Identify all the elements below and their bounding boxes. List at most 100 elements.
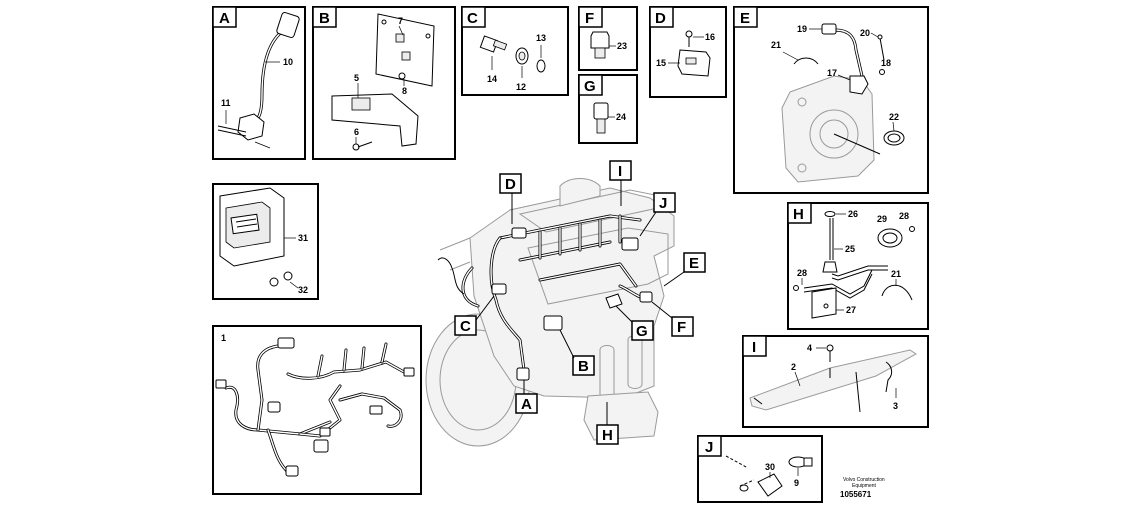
oil-pan (583, 391, 659, 441)
credit-line-1: Volvo Construction (843, 477, 885, 483)
item-27-label: 27 (846, 305, 856, 315)
panel-i-frame (742, 335, 929, 428)
callout-a (515, 393, 538, 414)
speed-sensor-cable (252, 28, 286, 127)
item-11-label: 11 (221, 98, 231, 108)
panel-i-tag (742, 335, 767, 357)
item-15-label: 15 (656, 58, 666, 68)
callout-f (671, 316, 694, 337)
wiring-harness (215, 337, 415, 477)
panel-i-label: I (752, 339, 756, 356)
panel-c-frame (461, 6, 569, 96)
timing-cover (781, 75, 875, 183)
fuel-filter-2 (627, 335, 643, 389)
svg-text:H: H (602, 427, 613, 444)
panel-b-frame (312, 6, 456, 160)
washer-32b (283, 271, 293, 281)
callout-e (683, 252, 706, 273)
item-4-label: 4 (807, 343, 812, 353)
seal-13 (536, 59, 546, 73)
item-28b-label: 28 (797, 268, 807, 278)
clip-21 (793, 57, 819, 65)
panel-a-label: A (219, 10, 230, 27)
engine-assembly (425, 178, 675, 447)
svg-text:G: G (636, 323, 648, 340)
item-7-label: 7 (398, 16, 403, 26)
panel-b-label: B (319, 10, 330, 27)
screw (217, 125, 247, 137)
panel-h-label: H (793, 206, 804, 223)
item-16-label: 16 (705, 32, 715, 42)
panel-d-label: D (655, 10, 666, 27)
panel-e-frame (733, 6, 929, 194)
panel-f: F 23 (578, 6, 638, 71)
panel-j-frame (697, 435, 823, 503)
svg-text:C: C (460, 318, 471, 335)
item-1-label: 1 (221, 333, 226, 343)
panel-harness: 1 (212, 325, 422, 495)
pressure-sensor-23 (590, 31, 610, 49)
panel-d: D 16 15 (649, 6, 727, 98)
fuel-filter-1 (599, 345, 615, 399)
loose-lead (437, 257, 465, 295)
panel-g-tag (578, 74, 603, 96)
connector-d (511, 227, 527, 239)
svg-text:B: B (578, 358, 589, 375)
credit-block: Volvo Construction Equipment 1055671 (840, 477, 885, 499)
svg-text:E: E (689, 255, 699, 272)
sensor-17 (849, 75, 869, 95)
panel-c: C 14 12 13 (461, 6, 569, 96)
screw-4 (826, 344, 834, 352)
panel-f-tag (578, 6, 603, 28)
item-21-label: 21 (771, 40, 781, 50)
credit-line-2: Equipment (852, 483, 877, 489)
panel-c-label: C (467, 10, 478, 27)
clip-21-h (881, 284, 913, 301)
connector-g (605, 293, 623, 309)
item-2-label: 2 (791, 362, 796, 372)
panel-b: B 7 5 8 6 (312, 6, 456, 160)
panel-f-frame (578, 6, 638, 71)
connector-a (516, 367, 530, 381)
panel-g: G 24 (578, 74, 638, 144)
callout-b (572, 355, 595, 376)
item-9-label: 9 (794, 478, 799, 488)
panel-a: A 10 11 (212, 6, 306, 160)
item-14-label: 14 (487, 74, 497, 84)
item-21b-label: 21 (891, 269, 901, 279)
panel-c-tag (461, 6, 486, 28)
panel-j: J 30 9 (697, 435, 823, 503)
connector-b (543, 315, 563, 331)
item-24-label: 24 (616, 112, 626, 122)
svg-text:I: I (618, 163, 622, 180)
panel-f-label: F (585, 10, 594, 27)
item-10-label: 10 (283, 57, 293, 67)
nut-18 (879, 69, 885, 75)
item-8-label: 8 (402, 86, 407, 96)
panel-a-frame (212, 6, 306, 160)
screw-16 (685, 30, 693, 38)
cam-sensor-cable (833, 28, 864, 78)
item-12-label: 12 (516, 82, 526, 92)
plug-30 (757, 473, 783, 497)
sensor-body (237, 113, 265, 141)
item-17-label: 17 (827, 68, 837, 78)
item-23-label: 23 (617, 41, 627, 51)
oil-filler (559, 178, 601, 207)
svg-text:F: F (677, 319, 686, 336)
temp-sensor-24 (593, 102, 609, 120)
item-5-label: 5 (354, 73, 359, 83)
screw-28b (909, 226, 915, 232)
panel-j-tag (697, 435, 722, 457)
panel-i: I 4 2 3 (742, 335, 929, 428)
callout-g (631, 320, 654, 341)
panel-h-tag (787, 202, 812, 224)
panel-g-label: G (584, 78, 596, 95)
panel-h: H 26 29 28 25 28 21 27 (787, 202, 929, 330)
panel-harness-frame (212, 325, 422, 495)
lower-bracket (331, 93, 419, 147)
item-31-label: 31 (298, 233, 308, 243)
panel-b-tag (312, 6, 337, 28)
item-18-label: 18 (881, 58, 891, 68)
